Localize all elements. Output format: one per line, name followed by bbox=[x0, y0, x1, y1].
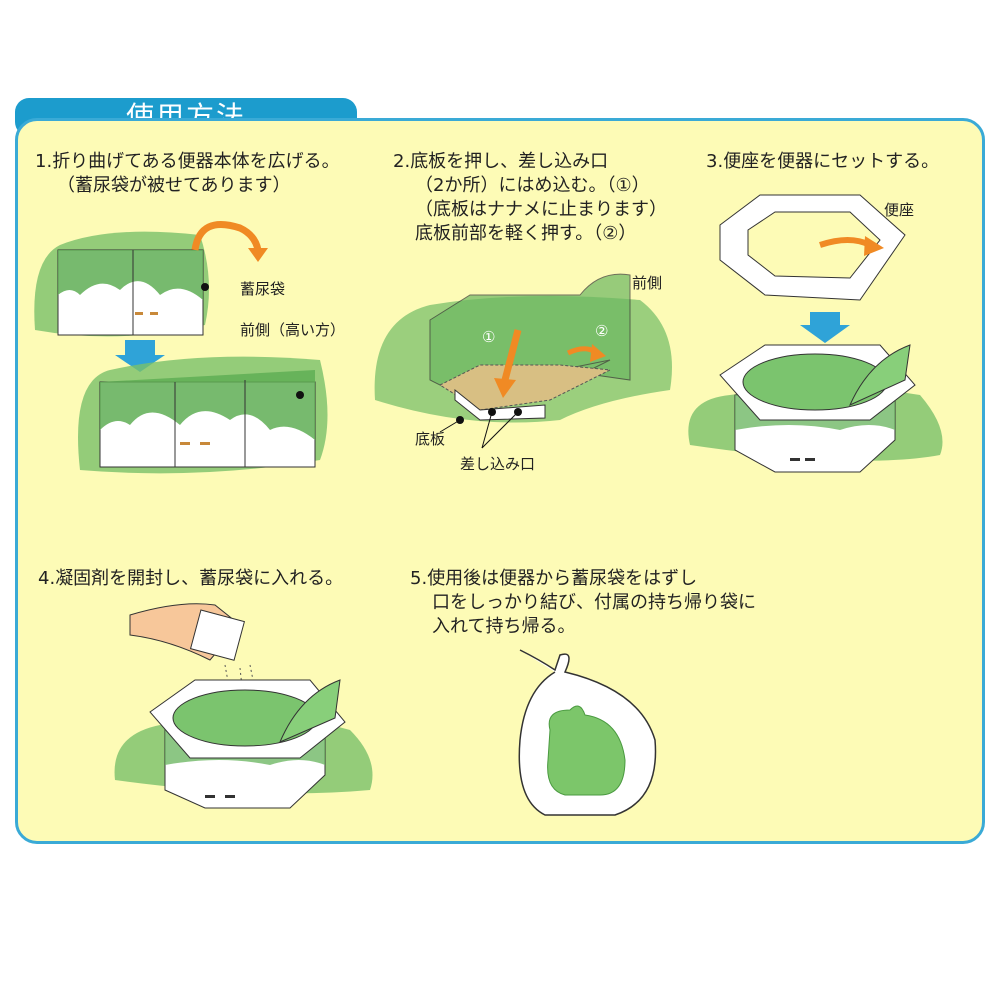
step-number: 1. bbox=[35, 151, 53, 172]
step-5-text: 5.使用後は便器から蓄尿袋をはずし 口をしっかり結び、付属の持ち帰り袋に 入れて… bbox=[410, 567, 756, 639]
step-2-text: 2.底板を押し、差し込み口 （2か所）にはめ込む。（①） （底板はナナメに止まり… bbox=[393, 150, 667, 246]
step-line: 便座を便器にセットする。 bbox=[723, 151, 940, 172]
mark-2: ② bbox=[595, 322, 609, 340]
step-line: 入れて持ち帰る。 bbox=[432, 616, 576, 637]
step-line: （蓄尿袋が被せてあります） bbox=[57, 175, 291, 196]
label-slot: 差し込み口 bbox=[460, 455, 536, 473]
step-line: 底板を押し、差し込み口 bbox=[410, 151, 609, 172]
step-line: 使用後は便器から蓄尿袋をはずし bbox=[427, 568, 698, 589]
label-bottom-board: 底板 bbox=[415, 430, 446, 448]
step5-bag-illustration bbox=[518, 649, 657, 816]
step-number: 2. bbox=[393, 151, 411, 172]
step-1-text: 1.折り曲げてある便器本体を広げる。 （蓄尿袋が被せてあります） bbox=[35, 150, 340, 198]
step-line: （2か所）にはめ込む。（①） bbox=[415, 175, 650, 196]
step3-seat-illustration bbox=[688, 194, 943, 473]
step1-folded-toilet-illustration bbox=[34, 221, 328, 474]
label-bag: 蓄尿袋 bbox=[240, 280, 286, 298]
step-number: 5. bbox=[410, 568, 428, 589]
step-line: 底板前部を軽く押す。（②） bbox=[415, 223, 637, 244]
step-line: 折り曲げてある便器本体を広げる。 bbox=[52, 151, 340, 172]
label-front: 前側 bbox=[632, 274, 663, 292]
step-number: 3. bbox=[706, 151, 724, 172]
step-line: 凝固剤を開封し、蓄尿袋に入れる。 bbox=[55, 568, 344, 589]
step-number: 4. bbox=[38, 568, 56, 589]
step-line: 口をしっかり結び、付属の持ち帰り袋に bbox=[432, 592, 756, 613]
step-line: （底板はナナメに止まります） bbox=[415, 199, 667, 220]
label-front-high: 前側（高い方） bbox=[240, 321, 346, 339]
label-seat: 便座 bbox=[884, 201, 915, 219]
mark-1: ① bbox=[482, 328, 496, 346]
step-4-text: 4.凝固剤を開封し、蓄尿袋に入れる。 bbox=[38, 567, 343, 591]
step-3-text: 3.便座を便器にセットする。 bbox=[706, 150, 939, 174]
step2-bottom-board-illustration bbox=[374, 273, 672, 449]
step4-coagulant-illustration bbox=[114, 603, 373, 809]
